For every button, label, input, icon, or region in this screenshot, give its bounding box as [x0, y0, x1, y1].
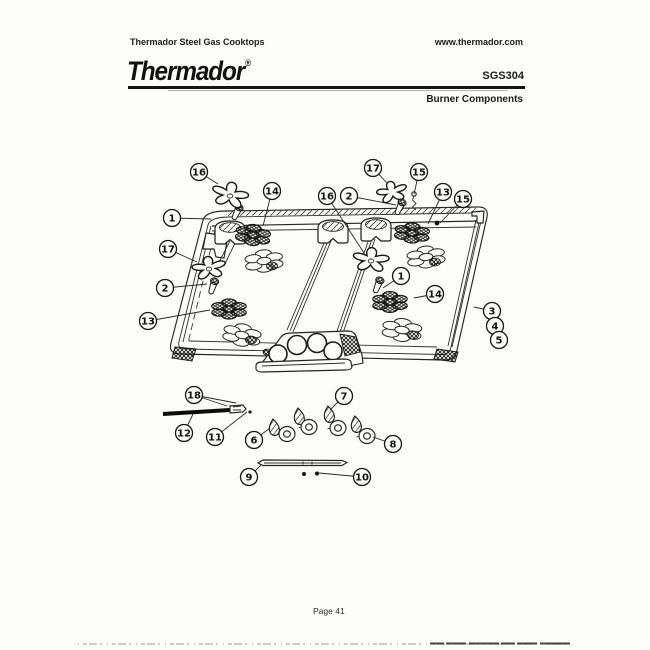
callout-number: 1	[398, 272, 405, 283]
callout-number: 1	[169, 214, 176, 225]
callout-number: 16	[192, 168, 206, 179]
star-cap-hub	[226, 193, 234, 199]
burner-base-shading	[429, 257, 441, 267]
callout-layer: 16 14 1 17 2 13 17 16 2 15 13 15 1 14 3 4 5 18 12 11 6 7 8 9 10	[138, 158, 509, 487]
star-cap-hub	[367, 258, 375, 264]
callout-number: 18	[187, 391, 201, 402]
burner-port	[286, 334, 308, 356]
header-website: www.thermador.com	[434, 37, 523, 47]
mounting-screws	[302, 471, 319, 476]
orifice-rings	[276, 418, 376, 445]
corner-bracket-bottom-left	[171, 346, 197, 362]
callout-circle-6	[244, 430, 264, 450]
callout-circle-13	[433, 182, 453, 202]
callout-number: 14	[265, 187, 279, 198]
electrode-screw	[411, 191, 417, 211]
star-cap-hub	[205, 266, 213, 272]
callout-circle-14	[425, 284, 445, 304]
header-rule	[128, 86, 525, 91]
corner-bracket-bottom-right	[433, 348, 459, 363]
callout-circle-2	[339, 186, 359, 206]
section-title: Burner Components	[426, 94, 523, 105]
callout-number: 12	[177, 429, 191, 440]
callout-circle-13	[138, 311, 158, 331]
burner-port	[323, 341, 343, 361]
burner-port	[268, 344, 288, 364]
callout-number: 8	[390, 440, 397, 451]
reference-dot	[434, 220, 440, 226]
scan-artifact-line	[78, 642, 572, 645]
callout-leader-13	[147, 309, 211, 322]
callout-number: 7	[341, 392, 348, 403]
model-number: SGS304	[482, 70, 524, 82]
burner-base-shading	[407, 330, 419, 340]
burner-base-shading	[245, 335, 257, 345]
callout-number: 17	[366, 164, 380, 175]
callout-circle-18	[184, 385, 204, 405]
callout-circle-1	[391, 266, 411, 286]
brand-logo: Thermador®	[127, 56, 251, 87]
header-product-line: Thermador Steel Gas Cooktops	[130, 37, 265, 47]
callout-number: 15	[456, 195, 470, 206]
callout-circle-2	[155, 278, 175, 298]
igniter-part	[349, 414, 363, 434]
callout-circle-10	[352, 467, 372, 487]
callout-number: 14	[428, 290, 442, 301]
callout-circle-7	[334, 386, 354, 406]
callout-circle-14	[262, 181, 282, 201]
callout-number: 4	[492, 322, 499, 333]
callout-circle-15	[409, 162, 429, 182]
brand-wordmark: Thermador	[127, 56, 245, 86]
igniter-rod	[162, 404, 252, 416]
callout-number: 2	[346, 192, 353, 203]
burner-port	[306, 332, 328, 354]
callout-number: 10	[355, 473, 369, 484]
callout-leader-16	[326, 195, 365, 254]
callout-circle-5	[489, 330, 509, 350]
callout-number: 2	[162, 284, 169, 295]
callout-circle-11	[205, 427, 225, 447]
callout-circle-8	[383, 434, 403, 454]
callout-circle-12	[174, 423, 194, 443]
callout-number: 9	[246, 473, 253, 484]
callout-circle-17	[158, 239, 178, 259]
callout-number: 13	[141, 317, 155, 328]
trim-bar	[256, 459, 349, 467]
frame-back-rail-shading	[226, 207, 476, 216]
callout-circle-15	[453, 189, 473, 209]
callout-number: 13	[436, 188, 450, 199]
callout-circle-17	[363, 158, 383, 178]
callout-number: 3	[489, 307, 496, 318]
callout-number: 5	[496, 336, 503, 347]
callout-number: 17	[161, 245, 175, 256]
callout-number: 11	[208, 433, 222, 444]
front-trim-rail	[255, 358, 353, 373]
callout-circle-1	[162, 208, 182, 228]
registered-mark: ®	[245, 58, 252, 68]
igniter-part	[322, 404, 336, 424]
page-number: Page 41	[313, 606, 345, 616]
callout-circle-16	[317, 186, 337, 206]
burner-base-shading	[266, 261, 278, 271]
corner-bracket-top-right	[471, 210, 485, 224]
callout-number: 15	[412, 168, 426, 179]
callout-circle-16	[189, 162, 209, 182]
callout-number: 6	[251, 436, 258, 447]
igniter-part	[267, 417, 281, 437]
callout-number: 16	[320, 192, 334, 203]
callout-circle-9	[239, 467, 259, 487]
